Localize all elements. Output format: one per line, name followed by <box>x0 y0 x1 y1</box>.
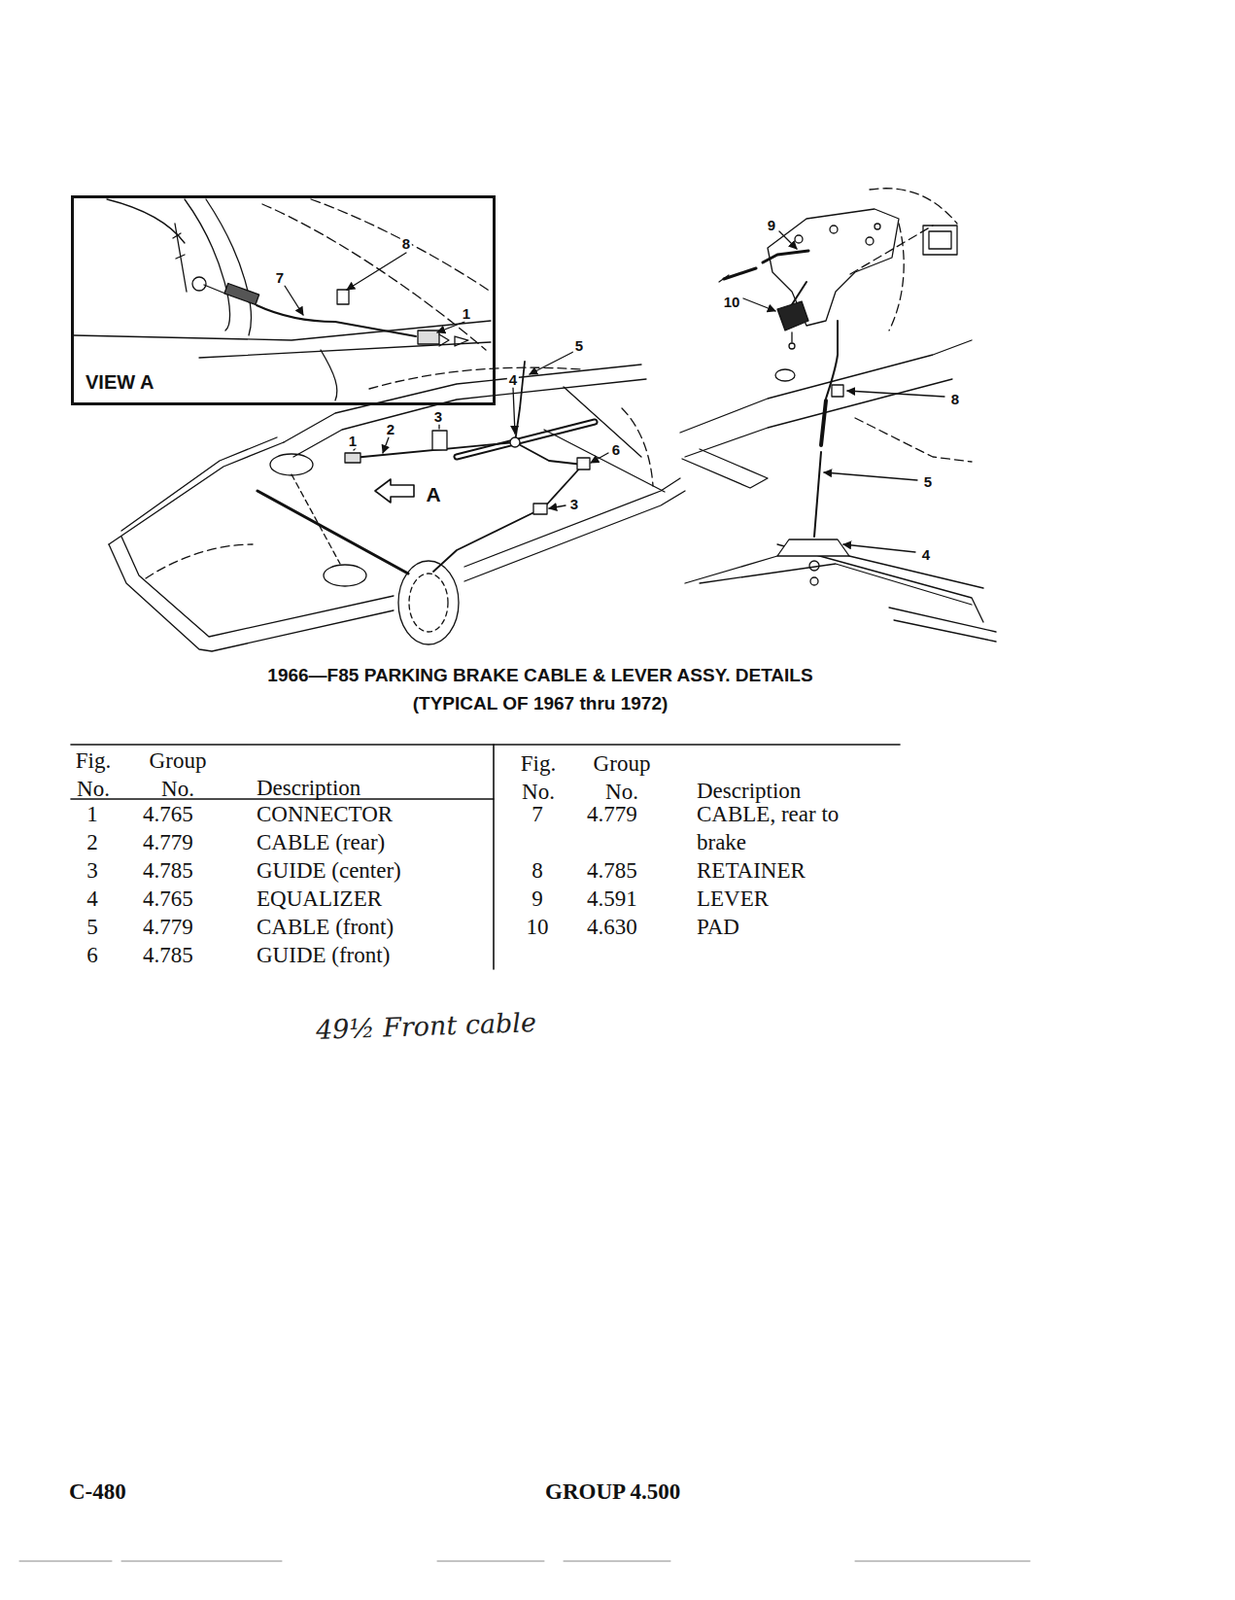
table-cell: 2 <box>72 827 112 857</box>
table-cell: EQUALIZER <box>256 884 382 913</box>
inset-illustration <box>73 199 491 401</box>
callout-number: 1 <box>346 432 359 449</box>
table-cell: GUIDE (center) <box>256 856 402 885</box>
view-inset-box: VIEW A <box>70 195 496 406</box>
callout-number: 6 <box>610 441 622 458</box>
table-cell: 9 <box>515 884 559 913</box>
callout-number: 9 <box>765 216 778 234</box>
table-header: Group No. <box>583 749 661 806</box>
callout-number: 7 <box>274 269 286 286</box>
callout-number: 2 <box>384 420 397 438</box>
table-cell: 4.779 <box>586 799 638 828</box>
callout-number: 1 <box>460 305 473 322</box>
table-cell: 7 <box>515 799 559 828</box>
table-header: Group No. <box>138 746 217 803</box>
table-cell: CABLE (front) <box>256 912 394 941</box>
handwritten-note: 49½ Front cable <box>315 1006 538 1045</box>
table-cell: GUIDE (front) <box>256 940 390 969</box>
table-header: Description <box>696 776 801 805</box>
table-cell: 5 <box>72 912 112 941</box>
callout-number: 3 <box>432 408 445 425</box>
table-cell: 4.779 <box>142 827 194 857</box>
view-label: VIEW A <box>83 371 156 393</box>
table-cell: 10 <box>515 912 559 941</box>
table-cell: 4.785 <box>142 940 194 969</box>
scan-marks <box>19 1560 1030 1562</box>
view-arrow-letter: A <box>423 482 443 506</box>
callout-number: 10 <box>721 293 743 310</box>
callout-number: 8 <box>400 235 412 252</box>
table-cell: 4.765 <box>142 884 194 913</box>
callout-number: 5 <box>922 473 934 490</box>
table-cell: RETAINER <box>696 856 806 885</box>
table-cell: LEVER <box>696 884 769 913</box>
table-cell: 1 <box>72 799 112 828</box>
table-cell: 4.630 <box>586 912 638 941</box>
table-cell: 6 <box>72 940 112 969</box>
table-cell: CONNECTOR <box>256 799 393 828</box>
table-header: Description <box>256 773 361 802</box>
table-cell: 3 <box>72 856 112 885</box>
table-cell: 4.779 <box>142 912 194 941</box>
callout-number: 5 <box>573 337 585 354</box>
table-cell: 8 <box>515 856 559 885</box>
table-cell: 4 <box>72 884 112 913</box>
figure-caption: (TYPICAL OF 1967 thru 1972) <box>151 691 929 716</box>
page-number: C-480 <box>68 1477 127 1506</box>
callout-number: 3 <box>568 495 581 513</box>
table-cell: 4.765 <box>142 799 194 828</box>
callout-number: 8 <box>949 390 961 408</box>
callout-number: 4 <box>507 371 519 388</box>
figure-title: 1966—F85 PARKING BRAKE CABLE & LEVER ASS… <box>151 663 929 687</box>
table-header: Fig. No. <box>515 749 561 806</box>
table-rules <box>70 744 900 969</box>
group-number: GROUP 4.500 <box>545 1477 681 1506</box>
table-cell: 4.785 <box>142 856 194 885</box>
lever-illustration <box>680 188 996 642</box>
table-header: Fig. No. <box>70 746 116 803</box>
table-cell: 4.591 <box>586 884 638 913</box>
callout-number: 4 <box>920 546 932 563</box>
table-cell: CABLE, rear to brake <box>696 799 867 857</box>
table-cell: 4.785 <box>586 856 638 885</box>
chassis-illustration <box>108 351 686 652</box>
table-cell: CABLE (rear) <box>256 827 385 857</box>
table-cell: PAD <box>696 912 740 941</box>
